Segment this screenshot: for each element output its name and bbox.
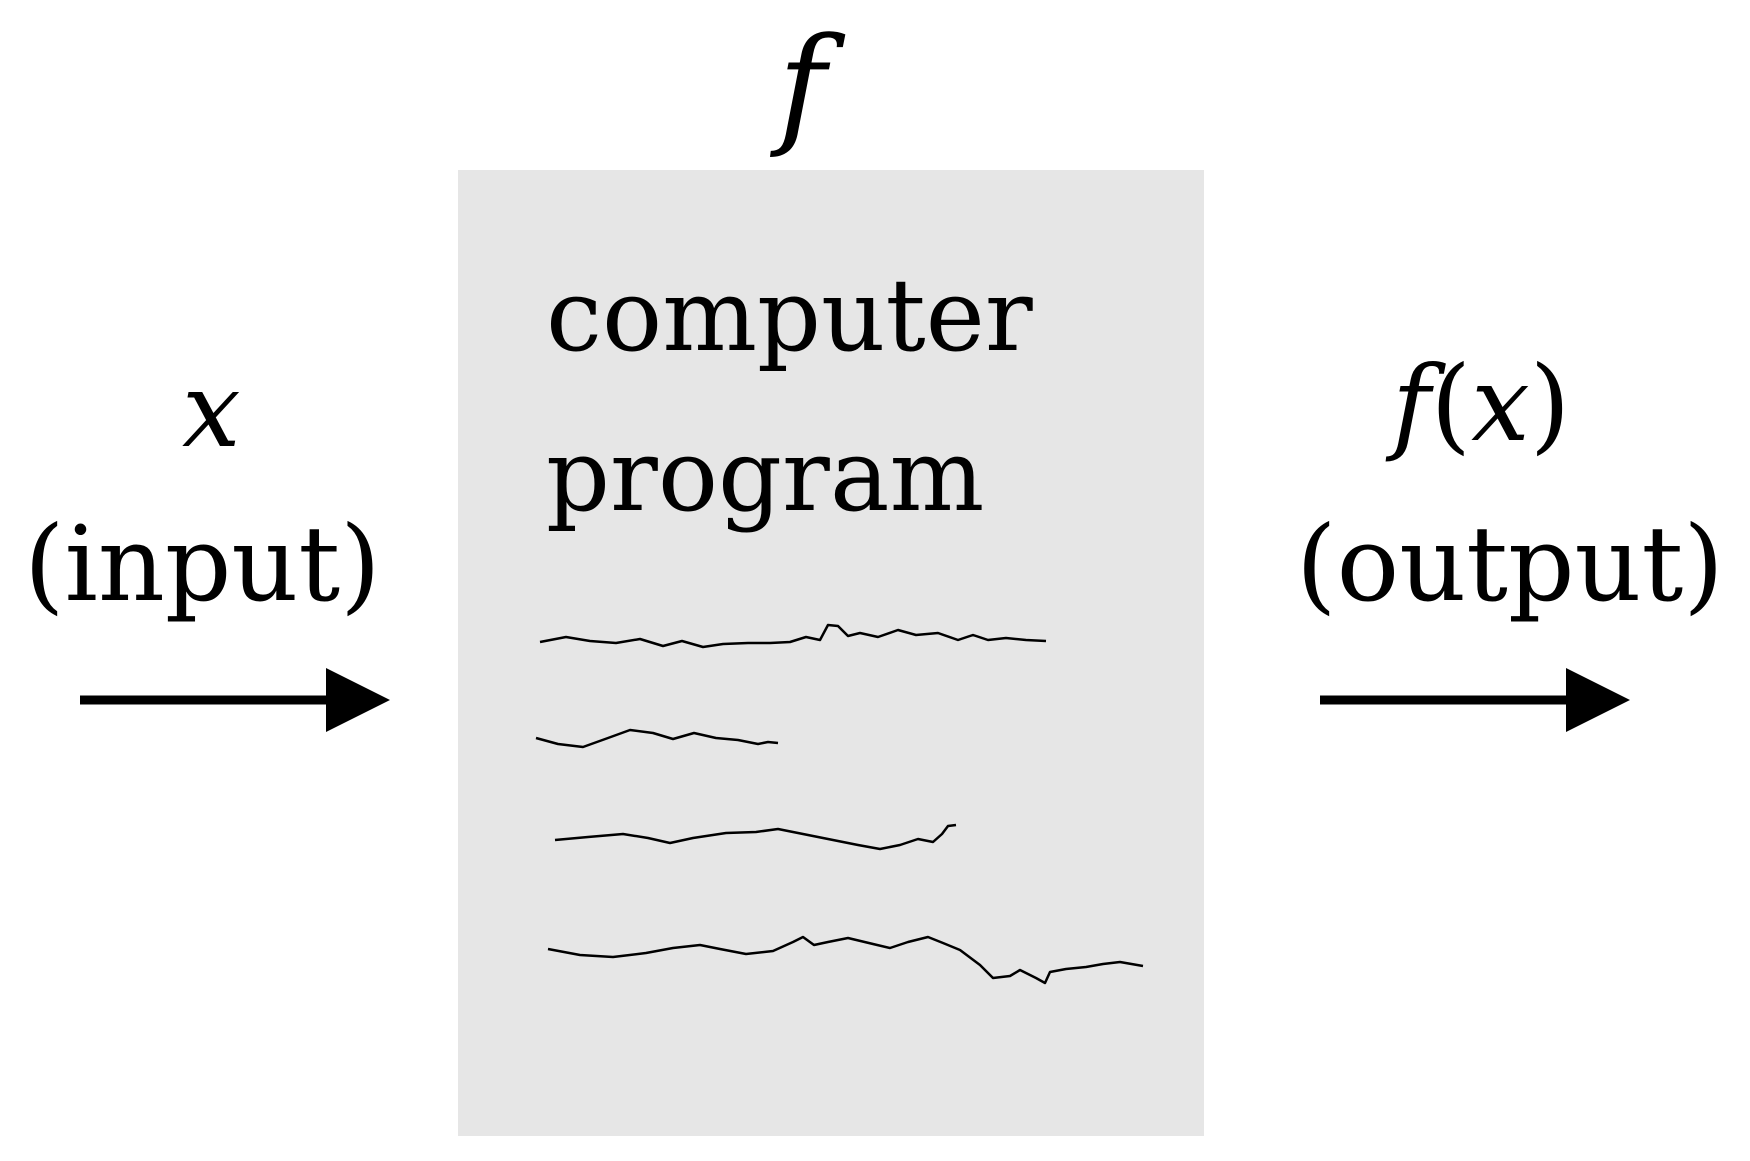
code-scribbles	[535, 623, 1144, 985]
output-arrow-head	[1566, 668, 1630, 732]
code-line-scribble	[547, 935, 1144, 985]
code-line-scribble	[535, 728, 779, 749]
program-title-line1: computer	[546, 257, 1033, 374]
output-expression: f(x)	[1392, 352, 1570, 456]
output-arrow	[1320, 668, 1630, 732]
output-variable: x	[1471, 343, 1530, 465]
program-box: computer program	[458, 170, 1204, 1136]
output-close-paren: )	[1529, 343, 1571, 465]
input-arrow	[80, 668, 390, 732]
output-caption: (output)	[1296, 503, 1724, 625]
program-title-line2: program	[546, 417, 985, 534]
code-line-scribble	[554, 823, 957, 851]
input-caption: (input)	[24, 503, 381, 625]
output-open-paren: (	[1430, 343, 1472, 465]
function-label: f	[778, 9, 827, 161]
input-arrow-head	[326, 668, 390, 732]
code-line-scribble	[539, 623, 1047, 649]
output-function: f	[1392, 343, 1431, 465]
input-variable: x	[182, 349, 241, 471]
